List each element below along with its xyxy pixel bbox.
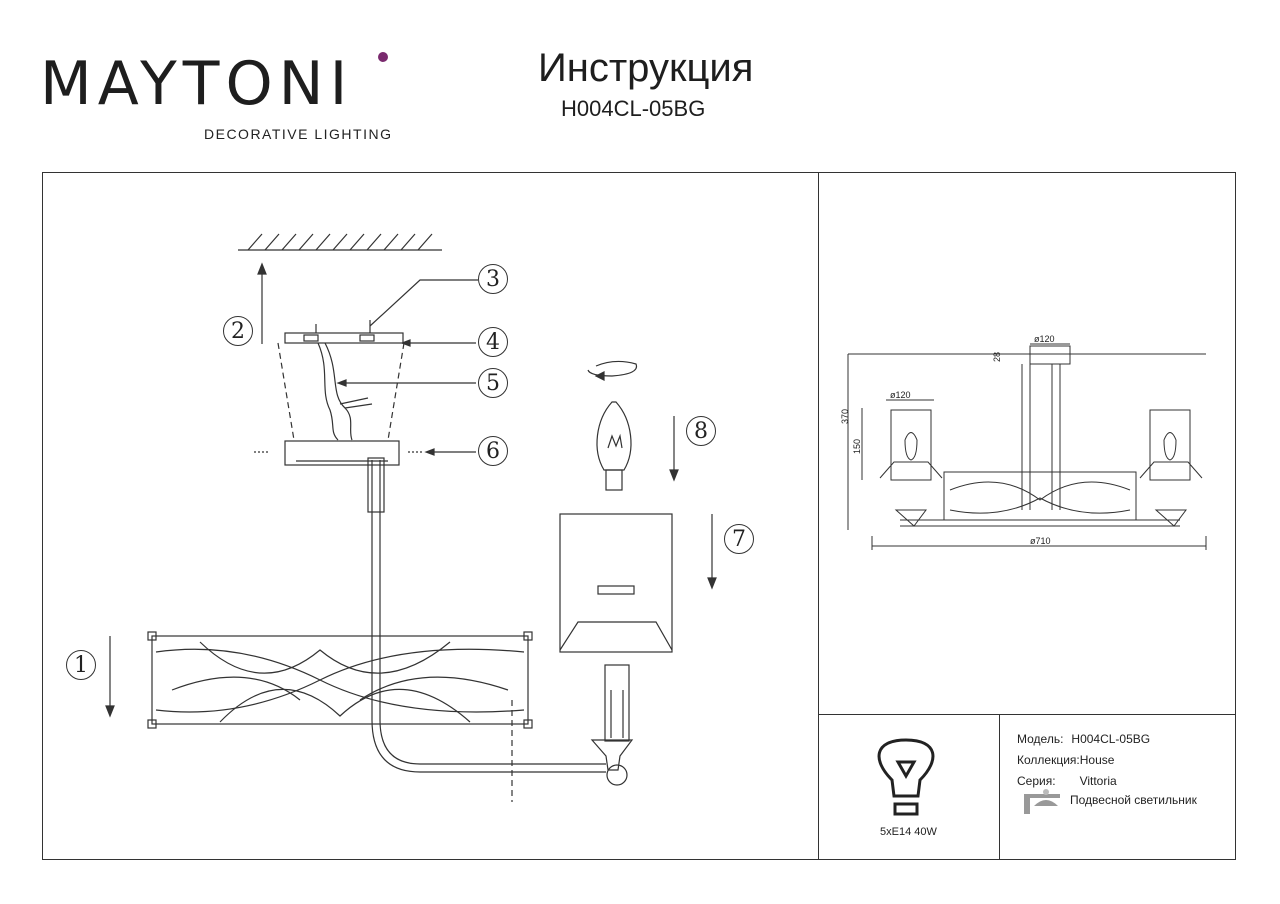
dim-top-diameter: ø120 xyxy=(1034,334,1055,344)
logo-accent-dot xyxy=(378,52,388,62)
callout-5: 5 xyxy=(478,368,508,398)
frame-divider-horizontal xyxy=(818,714,1236,715)
callout-1: 1 xyxy=(66,650,96,680)
canopy-outline xyxy=(277,342,405,441)
collection-label: Коллекция: xyxy=(1017,753,1080,767)
dim-overall-diameter: ø710 xyxy=(1030,536,1051,546)
callout-3: 3 xyxy=(478,264,508,294)
callout-8: 8 xyxy=(686,416,716,446)
lamp-holder xyxy=(590,739,634,771)
lamp-shade xyxy=(559,513,673,653)
dim-shade-height: 150 xyxy=(852,438,862,454)
decorative-frame xyxy=(151,635,529,725)
logo-wordmark: MAYTONI xyxy=(40,49,354,119)
callout-6: 6 xyxy=(478,436,508,466)
model-value: H004CL-05BG xyxy=(1071,732,1151,746)
dim-shade-diameter: ø120 xyxy=(890,390,911,400)
info-divider-vertical xyxy=(999,714,1000,860)
dim-overall-height: 370 xyxy=(840,408,850,424)
mounting-bracket xyxy=(284,332,404,344)
ceiling-hatch xyxy=(238,233,442,251)
instruction-frame xyxy=(42,172,1236,860)
rod xyxy=(371,460,606,773)
logo-tagline: DECORATIVE LIGHTING xyxy=(204,126,393,142)
canopy-base xyxy=(284,440,400,466)
frame-divider-vertical xyxy=(818,172,819,860)
info-collection: Коллекция:House xyxy=(1017,753,1114,767)
light-bulb-icon xyxy=(877,738,935,816)
callout-2: 2 xyxy=(223,316,253,346)
series-value: Vittoria xyxy=(1079,774,1117,788)
dim-canopy-height: 28 xyxy=(992,351,1002,362)
collection-value: House xyxy=(1079,753,1115,767)
info-series: Серия: Vittoria xyxy=(1017,774,1117,788)
callout-4: 4 xyxy=(478,327,508,357)
maytoni-logo: MAYTONI DECORATIVE LIGHTING xyxy=(40,48,400,148)
light-bulb xyxy=(596,401,632,471)
overview-drawing xyxy=(847,343,1207,550)
series-label: Серия: xyxy=(1017,774,1056,788)
document-model-code: H004CL-05BG xyxy=(561,96,706,121)
document-title: Инструкция xyxy=(538,46,754,90)
lamp-spec: 5xE14 40W xyxy=(880,826,937,838)
info-model: Модель: H004CL-05BG xyxy=(1017,732,1150,746)
info-type: Подвесной светильник xyxy=(1070,793,1197,807)
pendant-lamp-icon xyxy=(1024,789,1060,814)
callout-7: 7 xyxy=(724,524,754,554)
model-label: Модель: xyxy=(1017,732,1064,746)
